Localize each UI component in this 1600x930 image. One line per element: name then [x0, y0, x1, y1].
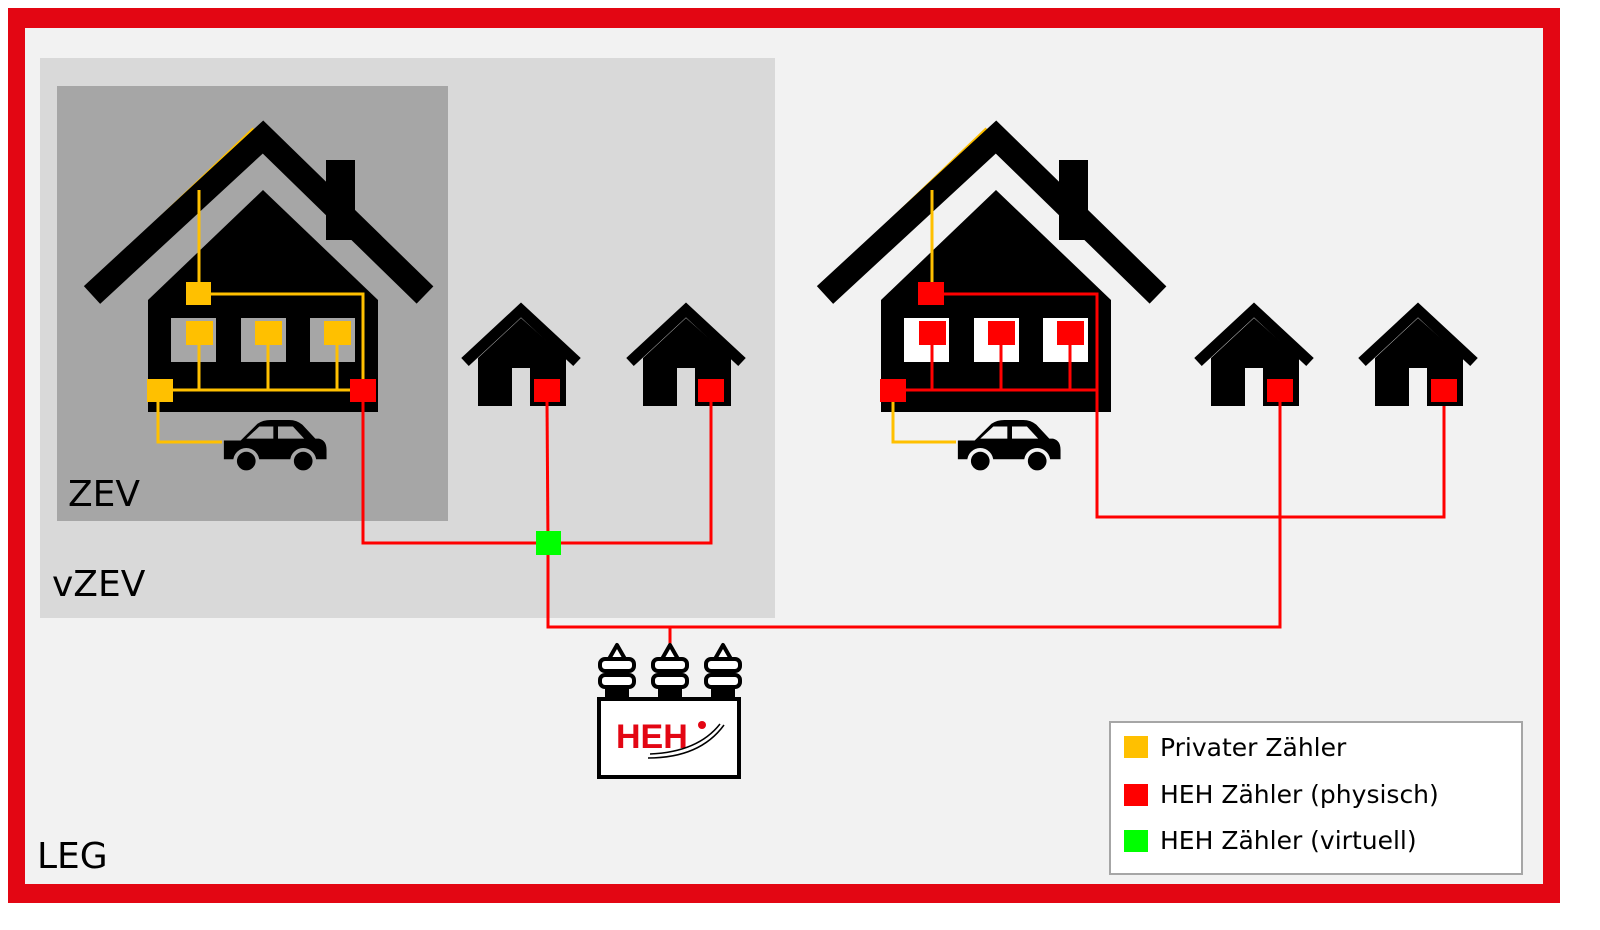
zev-house: [92, 130, 425, 475]
leg-house: [825, 130, 1446, 519]
transformer: HEH: [597, 643, 742, 779]
heh-logo: HEH: [616, 718, 688, 756]
heh-physical-meters: [350, 379, 1457, 402]
private-meters: [147, 282, 351, 402]
legend-swatch-private: [1124, 736, 1148, 758]
legend-label-virtual: HEH Zähler (virtuell): [1160, 826, 1417, 855]
legend-swatch-virtual: [1124, 830, 1148, 852]
zev-label: ZEV: [68, 474, 140, 515]
vzev-label: vZEV: [52, 564, 146, 605]
legend-label-physical: HEH Zähler (physisch): [1160, 780, 1439, 809]
heh-virtual-meter: [536, 531, 561, 555]
legend: Privater Zähler HEH Zähler (physisch) HE…: [1109, 721, 1523, 875]
leg-label: LEG: [37, 836, 108, 877]
legend-swatch-physical: [1124, 784, 1148, 806]
legend-label-private: Privater Zähler: [1160, 733, 1347, 762]
